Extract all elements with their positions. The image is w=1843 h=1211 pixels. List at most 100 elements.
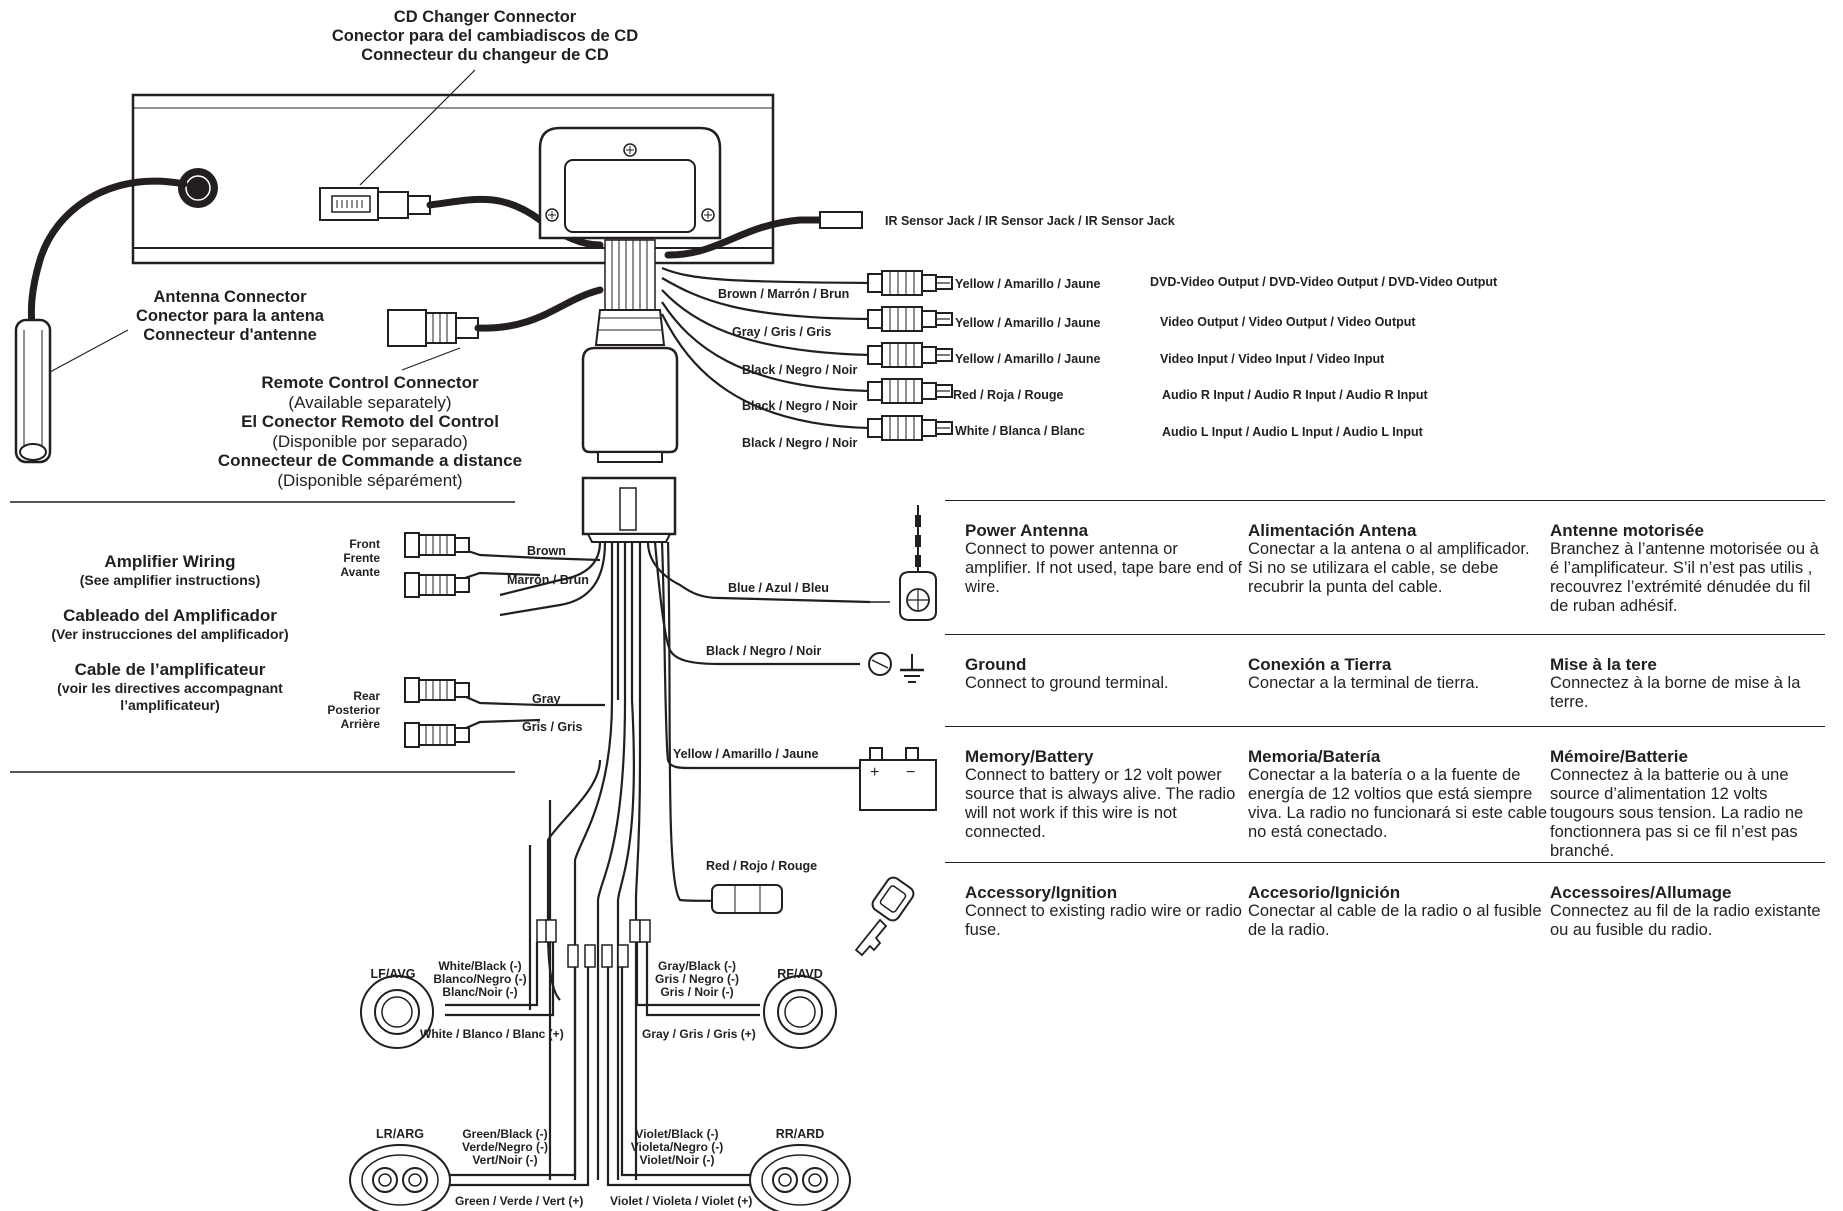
battery-plus: + (870, 764, 879, 781)
cell-text: Conectar a la antena o al amplificador. … (1248, 540, 1530, 596)
rca-wire-label-4: Black / Negro / Noir (742, 399, 857, 413)
rear-label-2: Posterior (327, 703, 380, 717)
cd-changer-callout: CD Changer Connector Conector para del c… (332, 8, 638, 64)
rca-function-3: Video Input / Video Input / Video Input (1160, 352, 1385, 366)
cell-text: Connectez au fil de la radio existante o… (1550, 902, 1821, 939)
remote-line-2: (Available separately) (288, 392, 452, 412)
speaker-rf-icon (763, 975, 837, 1049)
cell-text: Connect to battery or 12 volt power sour… (965, 766, 1236, 841)
front-wire-brown: Brown (527, 544, 566, 558)
speaker-leads (395, 942, 760, 1187)
battery-minus: − (906, 764, 915, 781)
power-antenna-icon (870, 505, 937, 621)
black-wire-label: Black / Negro / Noir (706, 644, 821, 658)
amp-rca-plugs (404, 532, 470, 748)
lf-pos-label: White / Blanco / Blanc (+) (420, 1027, 564, 1041)
lr-speaker-name: LR/ARG (376, 1127, 424, 1141)
lr-neg-label: Green/Black (-) Verde/Negro (-) Vert/Noi… (462, 1127, 548, 1167)
cell-text: Connect to existing radio wire or radio … (965, 902, 1242, 939)
rca-plug-label-1: Yellow / Amarillo / Jaune (955, 277, 1100, 291)
amp-rca-rear-1 (404, 677, 470, 703)
rca-plug-icon-5 (867, 415, 953, 441)
lr-neg-1: Green/Black (-) (462, 1127, 547, 1141)
cell-text: Connect to ground terminal. (965, 674, 1169, 692)
cell-title: Ground (965, 655, 1027, 674)
front-rca-label: Front Frente Avante (340, 537, 380, 579)
rca-plug-label-3: Yellow / Amarillo / Jaune (955, 352, 1100, 366)
rear-wire-gray: Gray (532, 692, 561, 706)
rca-leads (661, 266, 871, 430)
rca-function-4: Audio R Input / Audio R Input / Audio R … (1162, 388, 1429, 402)
amp-rca-front-1 (404, 532, 470, 558)
cell-title: Antenne motorisée (1550, 521, 1704, 540)
rca-plug-label-4: Red / Roja / Rouge (953, 388, 1063, 402)
ground-icon (868, 652, 924, 683)
remote-line-5: Connecteur de Commande a distance (217, 451, 523, 470)
amp-sub-fr-1: (voir les directives accompagnant (57, 680, 283, 696)
rr-speaker-name: RR/ARD (776, 1127, 825, 1141)
front-label-1: Front (349, 537, 380, 551)
lf-speaker-name: LF/AVG (371, 967, 416, 981)
cell-title: Conexión a Tierra (1248, 655, 1392, 674)
cell-text: Branchez à l’antenne motorisée ou à é l’… (1550, 540, 1819, 615)
cell-text: Conectar al cable de la radio o al fusib… (1248, 902, 1542, 939)
speaker-lf-icon (360, 975, 434, 1049)
antenna-plug-icon (14, 318, 52, 464)
cell-title: Memory/Battery (965, 747, 1094, 766)
rca-function-2: Video Output / Video Output / Video Outp… (1160, 315, 1416, 329)
blue-wire-label: Blue / Azul / Bleu (728, 581, 829, 595)
antenna-line-3: Connecteur d'antenne (143, 326, 317, 344)
rf-neg-1: Gray/Black (-) (658, 959, 736, 973)
rca-plug-label-5: White / Blanca / Blanc (955, 424, 1085, 438)
lf-neg-2: Blanco/Negro (-) (433, 972, 526, 986)
amp-rca-rear-2 (404, 722, 470, 748)
amp-block-es: Cableado del Amplificador (Ver instrucci… (20, 606, 320, 643)
cd-changer-line-3: Connecteur du changeur de CD (361, 46, 609, 64)
harness-wires (499, 541, 871, 1180)
rca-plug-icon-4 (867, 378, 953, 404)
antenna-line-2: Conector para la antena (136, 307, 325, 325)
cell-title: Power Antenna (965, 521, 1089, 540)
rca-wire-label-5: Black / Negro / Noir (742, 436, 857, 450)
rca-plug-label-2: Yellow / Amarillo / Jaune (955, 316, 1100, 330)
speaker-rr-icon (749, 1144, 851, 1211)
rca-wire-labels: Brown / Marrón / Brun Gray / Gris / Gris… (718, 287, 857, 450)
rf-neg-label: Gray/Black (-) Gris / Negro (-) Gris / N… (655, 959, 739, 999)
red-wire-label: Red / Rojo / Rouge (706, 859, 817, 873)
wire-bundle (581, 239, 679, 463)
remote-line-6: (Disponible séparément) (277, 470, 463, 490)
rr-neg-1: Violet/Black (-) (635, 1127, 718, 1141)
ignition-key-icon (854, 876, 915, 957)
rear-rca-label: Rear Posterior Arrière (327, 689, 380, 731)
amp-title-es: Cableado del Amplificador (63, 606, 277, 625)
remote-line-4: (Disponible por separado) (272, 431, 468, 451)
cell-text: Connect to power antenna or amplifier. I… (965, 540, 1243, 596)
lf-neg-label: White/Black (-) Blanco/Negro (-) Blanc/N… (433, 959, 526, 999)
amp-block-en: Amplifier Wiring (See amplifier instruct… (20, 552, 320, 589)
cell-title: Accesorio/Ignición (1248, 883, 1401, 902)
antenna-line-1: Antenna Connector (153, 288, 307, 306)
cd-changer-plug-icon (319, 187, 431, 221)
cell-title: Memoria/Batería (1248, 747, 1381, 766)
rear-label-1: Rear (353, 689, 380, 703)
amp-sub-en: (See amplifier instructions) (79, 572, 261, 588)
cell-title: Accessoires/Allumage (1550, 883, 1732, 902)
amp-sub-fr-2: l’amplificateur) (120, 697, 220, 713)
rear-label-3: Arrière (341, 717, 381, 731)
cell-title: Alimentación Antena (1248, 521, 1417, 540)
cell-title: Accessory/Ignition (965, 883, 1118, 902)
